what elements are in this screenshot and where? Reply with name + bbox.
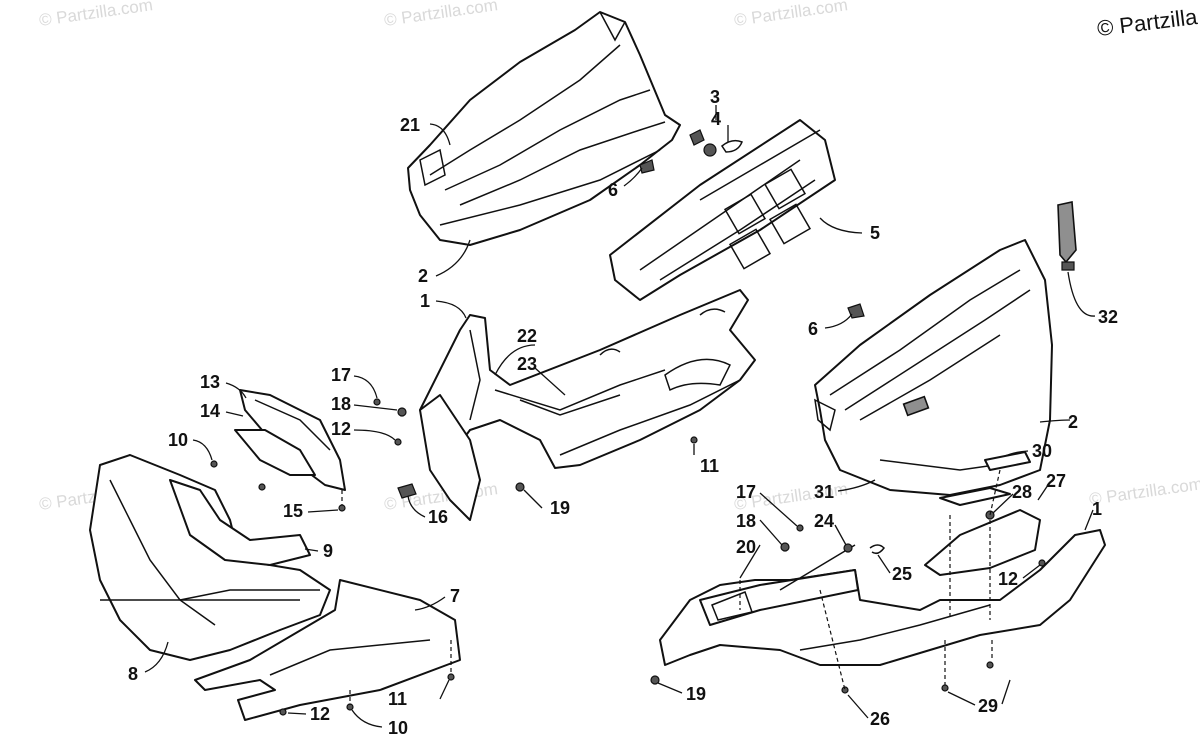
callout-2: 2 — [418, 266, 428, 286]
part-32-bracket — [1057, 201, 1077, 271]
callout-20: 20 — [736, 537, 756, 557]
watermark: © Partzilla.com — [733, 0, 849, 30]
callout-17: 17 — [736, 482, 756, 502]
watermark: © Partzilla.com — [1088, 474, 1200, 509]
callout-19: 19 — [550, 498, 570, 518]
callout-15: 15 — [283, 501, 303, 521]
part-20-27-lower-pan — [659, 451, 1106, 666]
part-21-hood-side-panel — [407, 11, 681, 246]
callout-31: 31 — [814, 482, 834, 502]
watermark: © Partzilla.com — [38, 0, 154, 30]
callout-4: 4 — [711, 109, 721, 129]
part-7-skid-plate — [194, 579, 461, 721]
callout-11: 11 — [388, 689, 407, 709]
callout-1: 1 — [1092, 499, 1102, 519]
callout-14: 14 — [200, 401, 220, 421]
watermark: © Partzilla.com — [383, 0, 499, 30]
callout-numbers: 21 3 4 6 2 5 32 6 1 22 23 17 18 12 13 14… — [128, 87, 1118, 738]
callout-27: 27 — [1046, 471, 1066, 491]
callout-32: 32 — [1098, 307, 1118, 327]
callout-19: 19 — [686, 684, 706, 704]
callout-12: 12 — [310, 704, 330, 724]
callout-21: 21 — [400, 115, 420, 135]
part-3-4-hardware — [689, 129, 743, 157]
callout-16: 16 — [428, 507, 448, 527]
callout-28: 28 — [1012, 482, 1032, 502]
callout-17: 17 — [331, 365, 351, 385]
callout-9: 9 — [323, 541, 333, 561]
part-25-clip — [869, 544, 885, 555]
callout-7: 7 — [450, 586, 460, 606]
part-13-14-side-bracket — [234, 389, 346, 491]
callout-10: 10 — [168, 430, 188, 450]
callout-6: 6 — [808, 319, 818, 339]
part-1-22-23-belly-pan — [419, 289, 756, 521]
part-2-right-side-panel — [814, 239, 1053, 496]
assembly-lines — [341, 469, 1001, 705]
small-hardware — [210, 398, 1046, 716]
callout-11: 11 — [700, 456, 719, 476]
callout-25: 25 — [892, 564, 912, 584]
part-24-fastener — [843, 543, 853, 553]
callout-13: 13 — [200, 372, 220, 392]
callout-26: 26 — [870, 709, 890, 729]
callout-30: 30 — [1032, 441, 1052, 461]
callout-2: 2 — [1068, 412, 1078, 432]
callout-23: 23 — [517, 354, 537, 374]
callout-5: 5 — [870, 223, 880, 243]
part-8-9-front-nose — [89, 454, 331, 661]
callout-18: 18 — [736, 511, 756, 531]
callout-1: 1 — [420, 291, 430, 311]
callout-3: 3 — [710, 87, 720, 107]
part-5-vent-grille — [609, 119, 836, 301]
part-6-clip — [639, 159, 655, 174]
callout-10: 10 — [388, 718, 408, 738]
callout-29: 29 — [978, 696, 998, 716]
callout-12: 12 — [998, 569, 1018, 589]
callout-8: 8 — [128, 664, 138, 684]
callout-6: 6 — [608, 180, 618, 200]
callout-18: 18 — [331, 394, 351, 414]
callout-24: 24 — [814, 511, 834, 531]
callout-12: 12 — [331, 419, 351, 439]
callout-22: 22 — [517, 326, 537, 346]
leader-lines — [144, 105, 1096, 728]
